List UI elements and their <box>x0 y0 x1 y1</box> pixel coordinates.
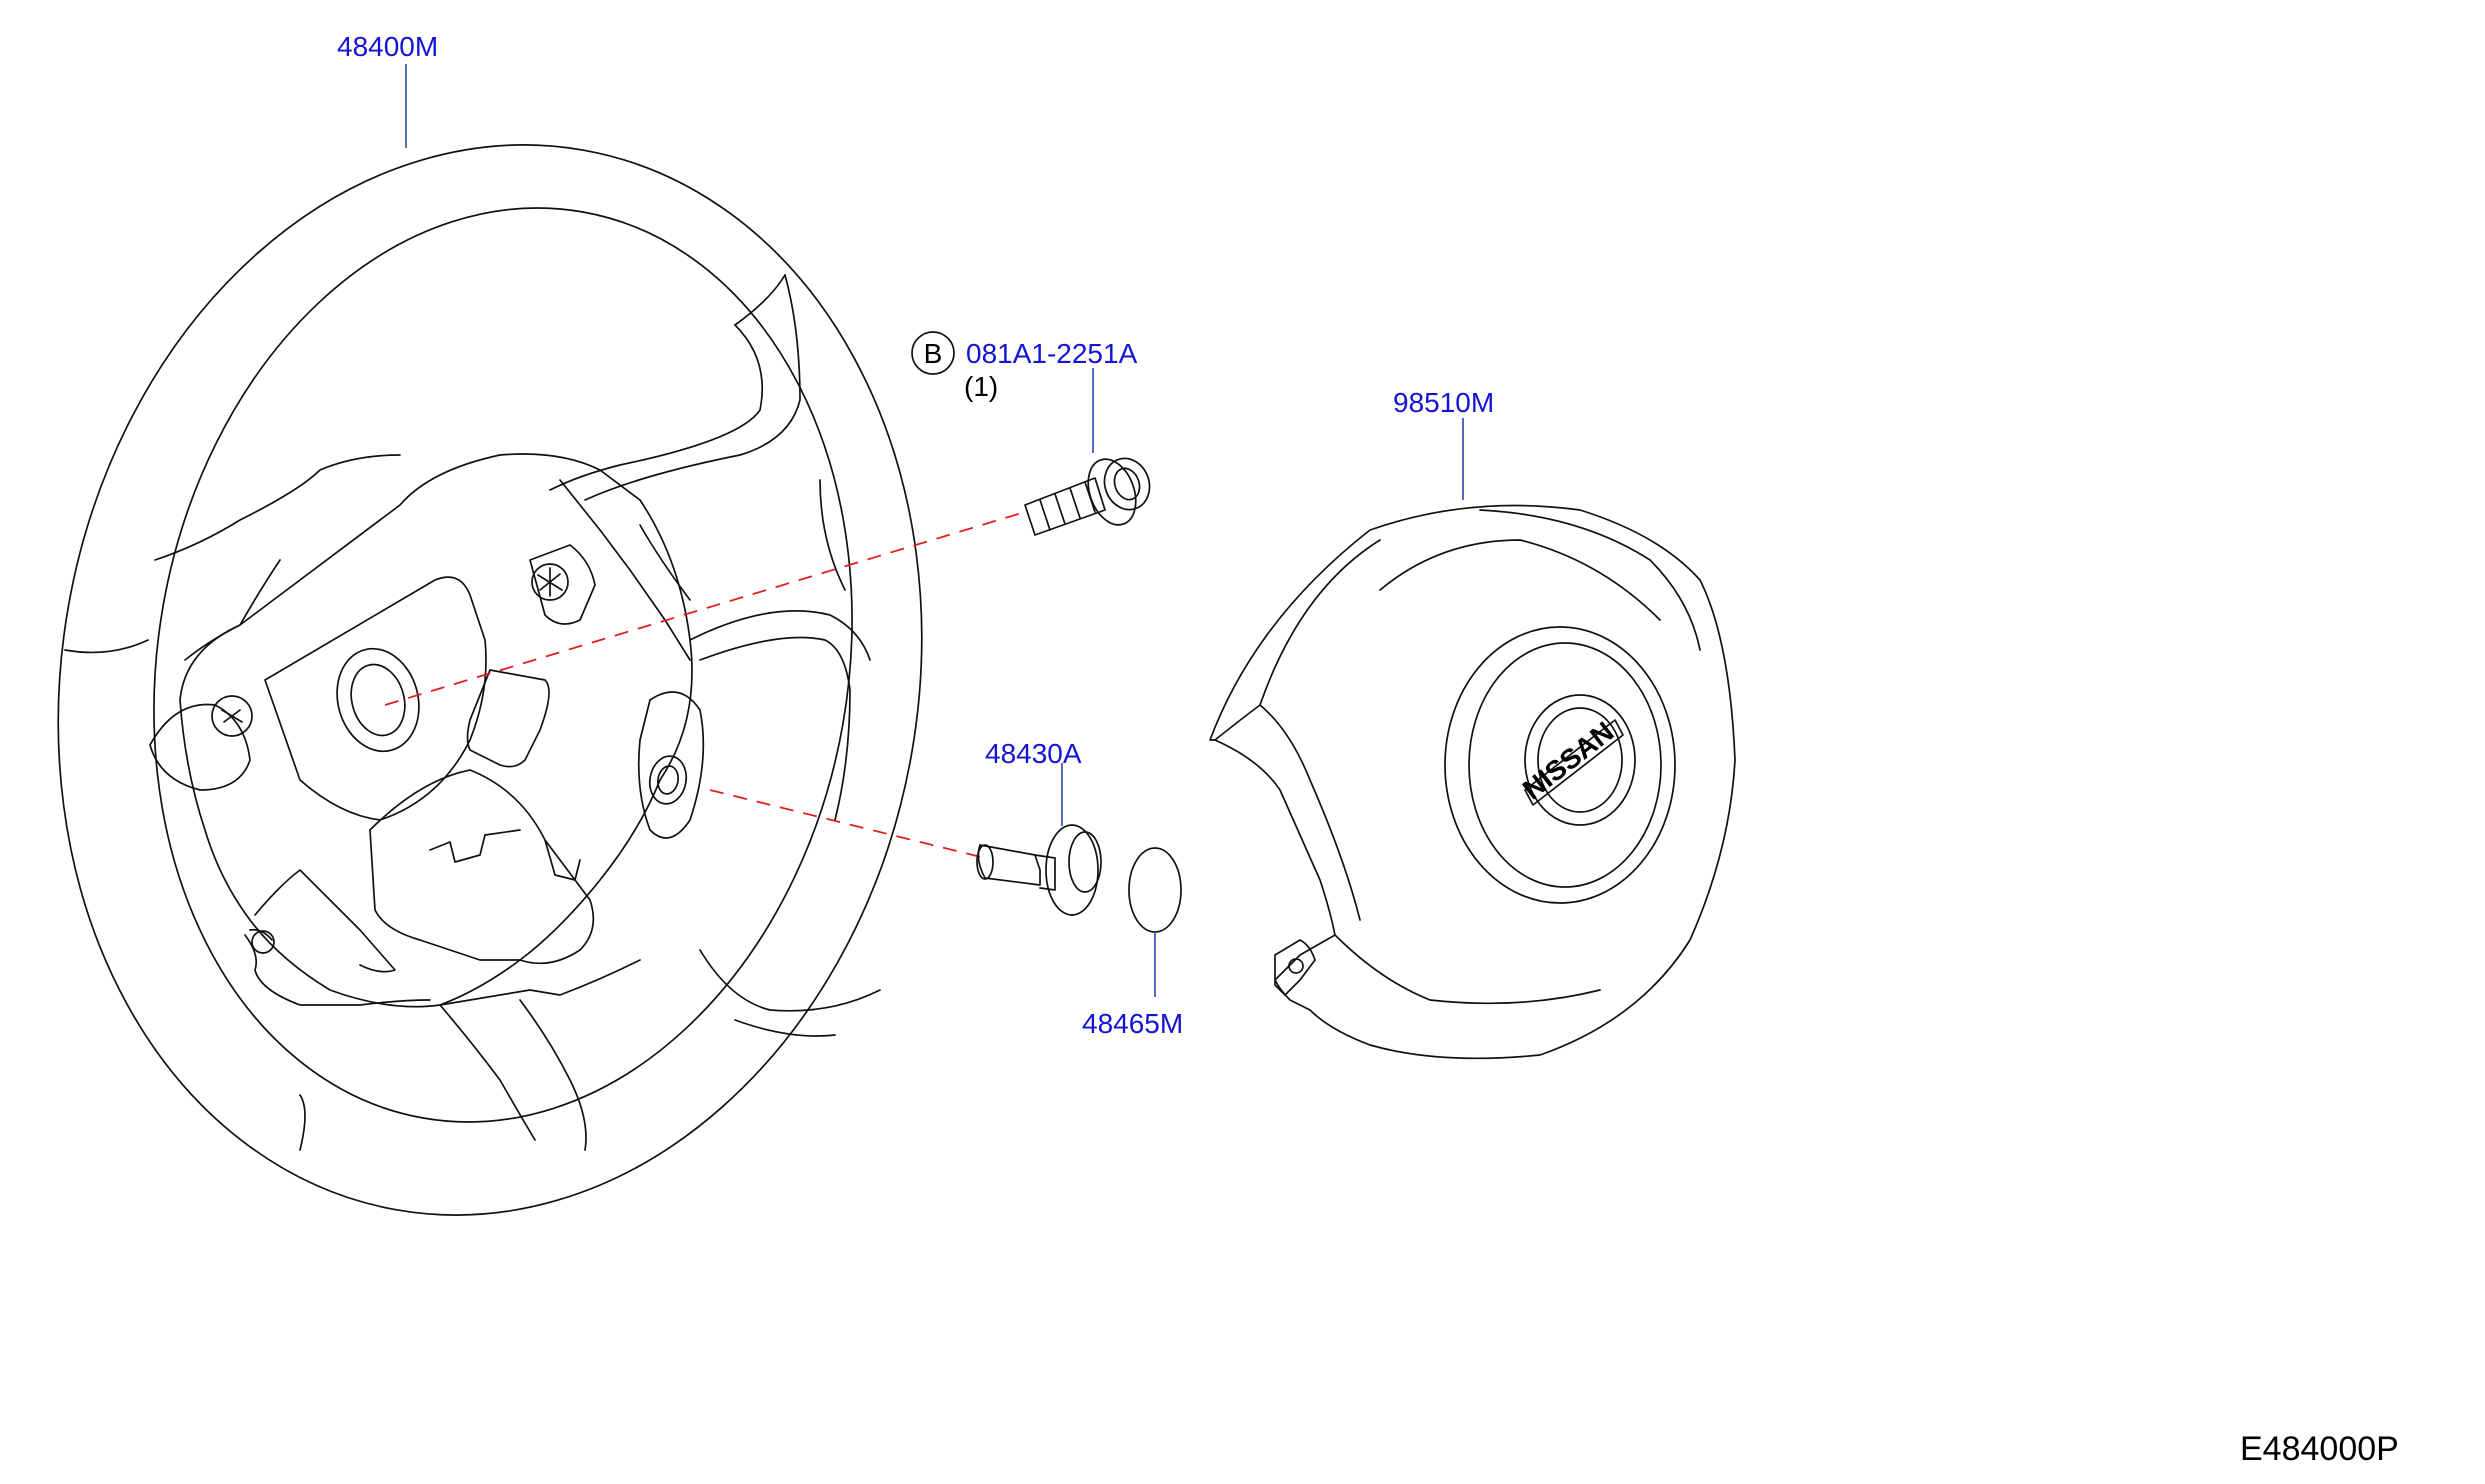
steering-wheel <box>57 144 923 1216</box>
plug-part <box>976 824 1102 916</box>
airbag-module: NISSAN <box>1209 504 1736 1060</box>
bolt-reference-circle <box>911 331 955 375</box>
figure-code: E484000P <box>2240 1430 2399 1468</box>
cap-part <box>1128 847 1182 933</box>
part-label-airbag-module: 98510M <box>1393 387 1494 418</box>
part-label-bolt: 081A1-2251A <box>966 338 1138 369</box>
emblem-outer-ring <box>1444 626 1676 904</box>
bolt-quantity: (1) <box>964 371 998 402</box>
part-label-plug: 48430A <box>985 738 1082 769</box>
part-label-cap: 48465M <box>1082 1008 1183 1039</box>
part-label-steering-wheel: 48400M <box>337 31 438 62</box>
bolt-part <box>1024 457 1151 536</box>
plug-guide-line <box>709 789 986 859</box>
bolt-reference-letter: B <box>924 338 943 369</box>
bolt-guide-line <box>384 511 1026 706</box>
